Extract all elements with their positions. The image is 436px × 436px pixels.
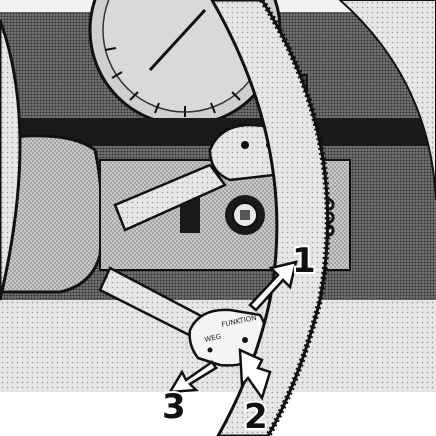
callout-3: 3 <box>162 387 186 427</box>
callout-1: 1 <box>292 241 316 281</box>
callout-2: 2 <box>244 397 268 436</box>
bottom-border <box>0 392 436 436</box>
ignition-lock <box>225 195 265 235</box>
